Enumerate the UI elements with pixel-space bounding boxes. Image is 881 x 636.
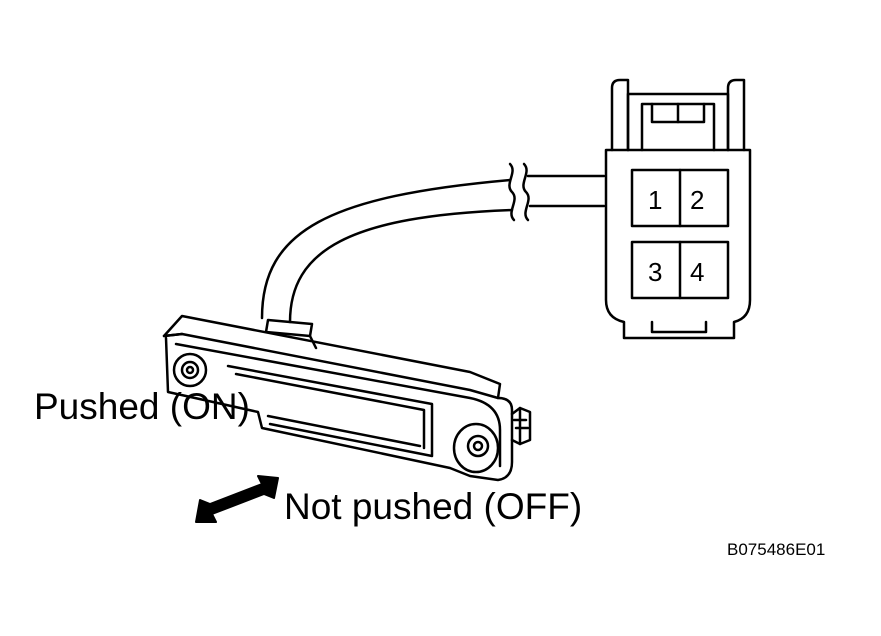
pin-label-1: 1 (648, 185, 662, 215)
pin-label-4: 4 (690, 257, 704, 287)
not-pushed-off-label: Not pushed (OFF) (284, 486, 583, 527)
motion-arrow (195, 475, 279, 523)
wire-harness (260, 162, 606, 324)
push-switch (162, 314, 532, 482)
pin-label-3: 3 (648, 257, 662, 287)
pin-label-2: 2 (690, 185, 704, 215)
connector (604, 78, 752, 340)
pushed-on-label: Pushed (ON) (34, 386, 250, 427)
figure-code: B075486E01 (727, 540, 826, 559)
